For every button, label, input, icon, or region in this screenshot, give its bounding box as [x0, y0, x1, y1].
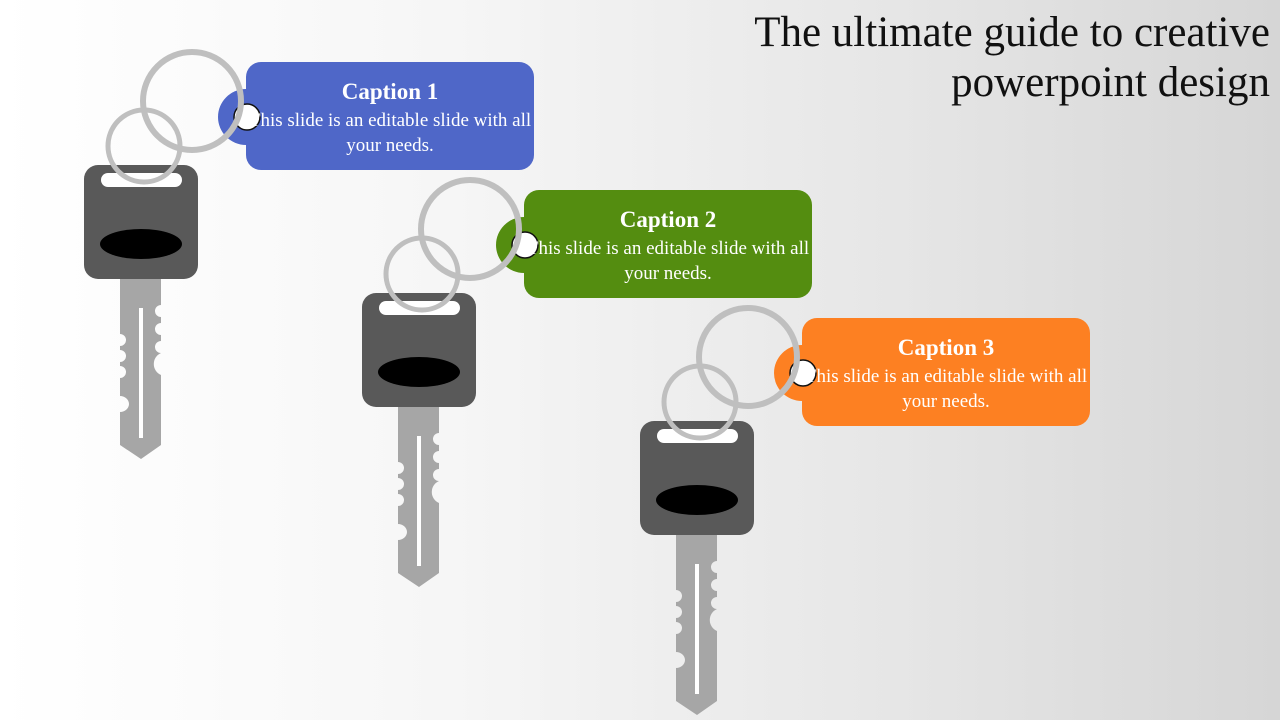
large-ring-icon: [696, 305, 800, 409]
key-1: [84, 49, 534, 459]
caption-box-2: Caption 2 This slide is an editable slid…: [524, 190, 812, 298]
caption-tag: [246, 62, 534, 170]
large-ring-icon: [140, 49, 244, 153]
key-oval: [656, 485, 738, 515]
blade-groove: [417, 436, 421, 566]
caption-box-1: Caption 1 This slide is an editable slid…: [246, 62, 534, 170]
key-oval: [378, 357, 460, 387]
blade-groove: [139, 308, 143, 438]
caption-heading: Caption 1: [341, 79, 439, 104]
caption-tag: [524, 190, 812, 298]
caption-box-3: Caption 3 This slide is an editable slid…: [802, 318, 1090, 426]
caption-heading: Caption 2: [619, 207, 717, 232]
large-ring-icon: [418, 177, 522, 281]
key-2: [362, 177, 812, 587]
key-3: [640, 305, 1090, 715]
key-oval: [100, 229, 182, 259]
caption-body: This slide is an editable slide with all…: [804, 366, 1088, 412]
slide-title: The ultimate guide to creative powerpoin…: [754, 9, 1270, 106]
caption-body: This slide is an editable slide with all…: [526, 238, 810, 284]
caption-tag: [802, 318, 1090, 426]
blade-groove: [695, 564, 699, 694]
caption-body: This slide is an editable slide with all…: [248, 110, 532, 156]
caption-heading: Caption 3: [897, 335, 995, 360]
